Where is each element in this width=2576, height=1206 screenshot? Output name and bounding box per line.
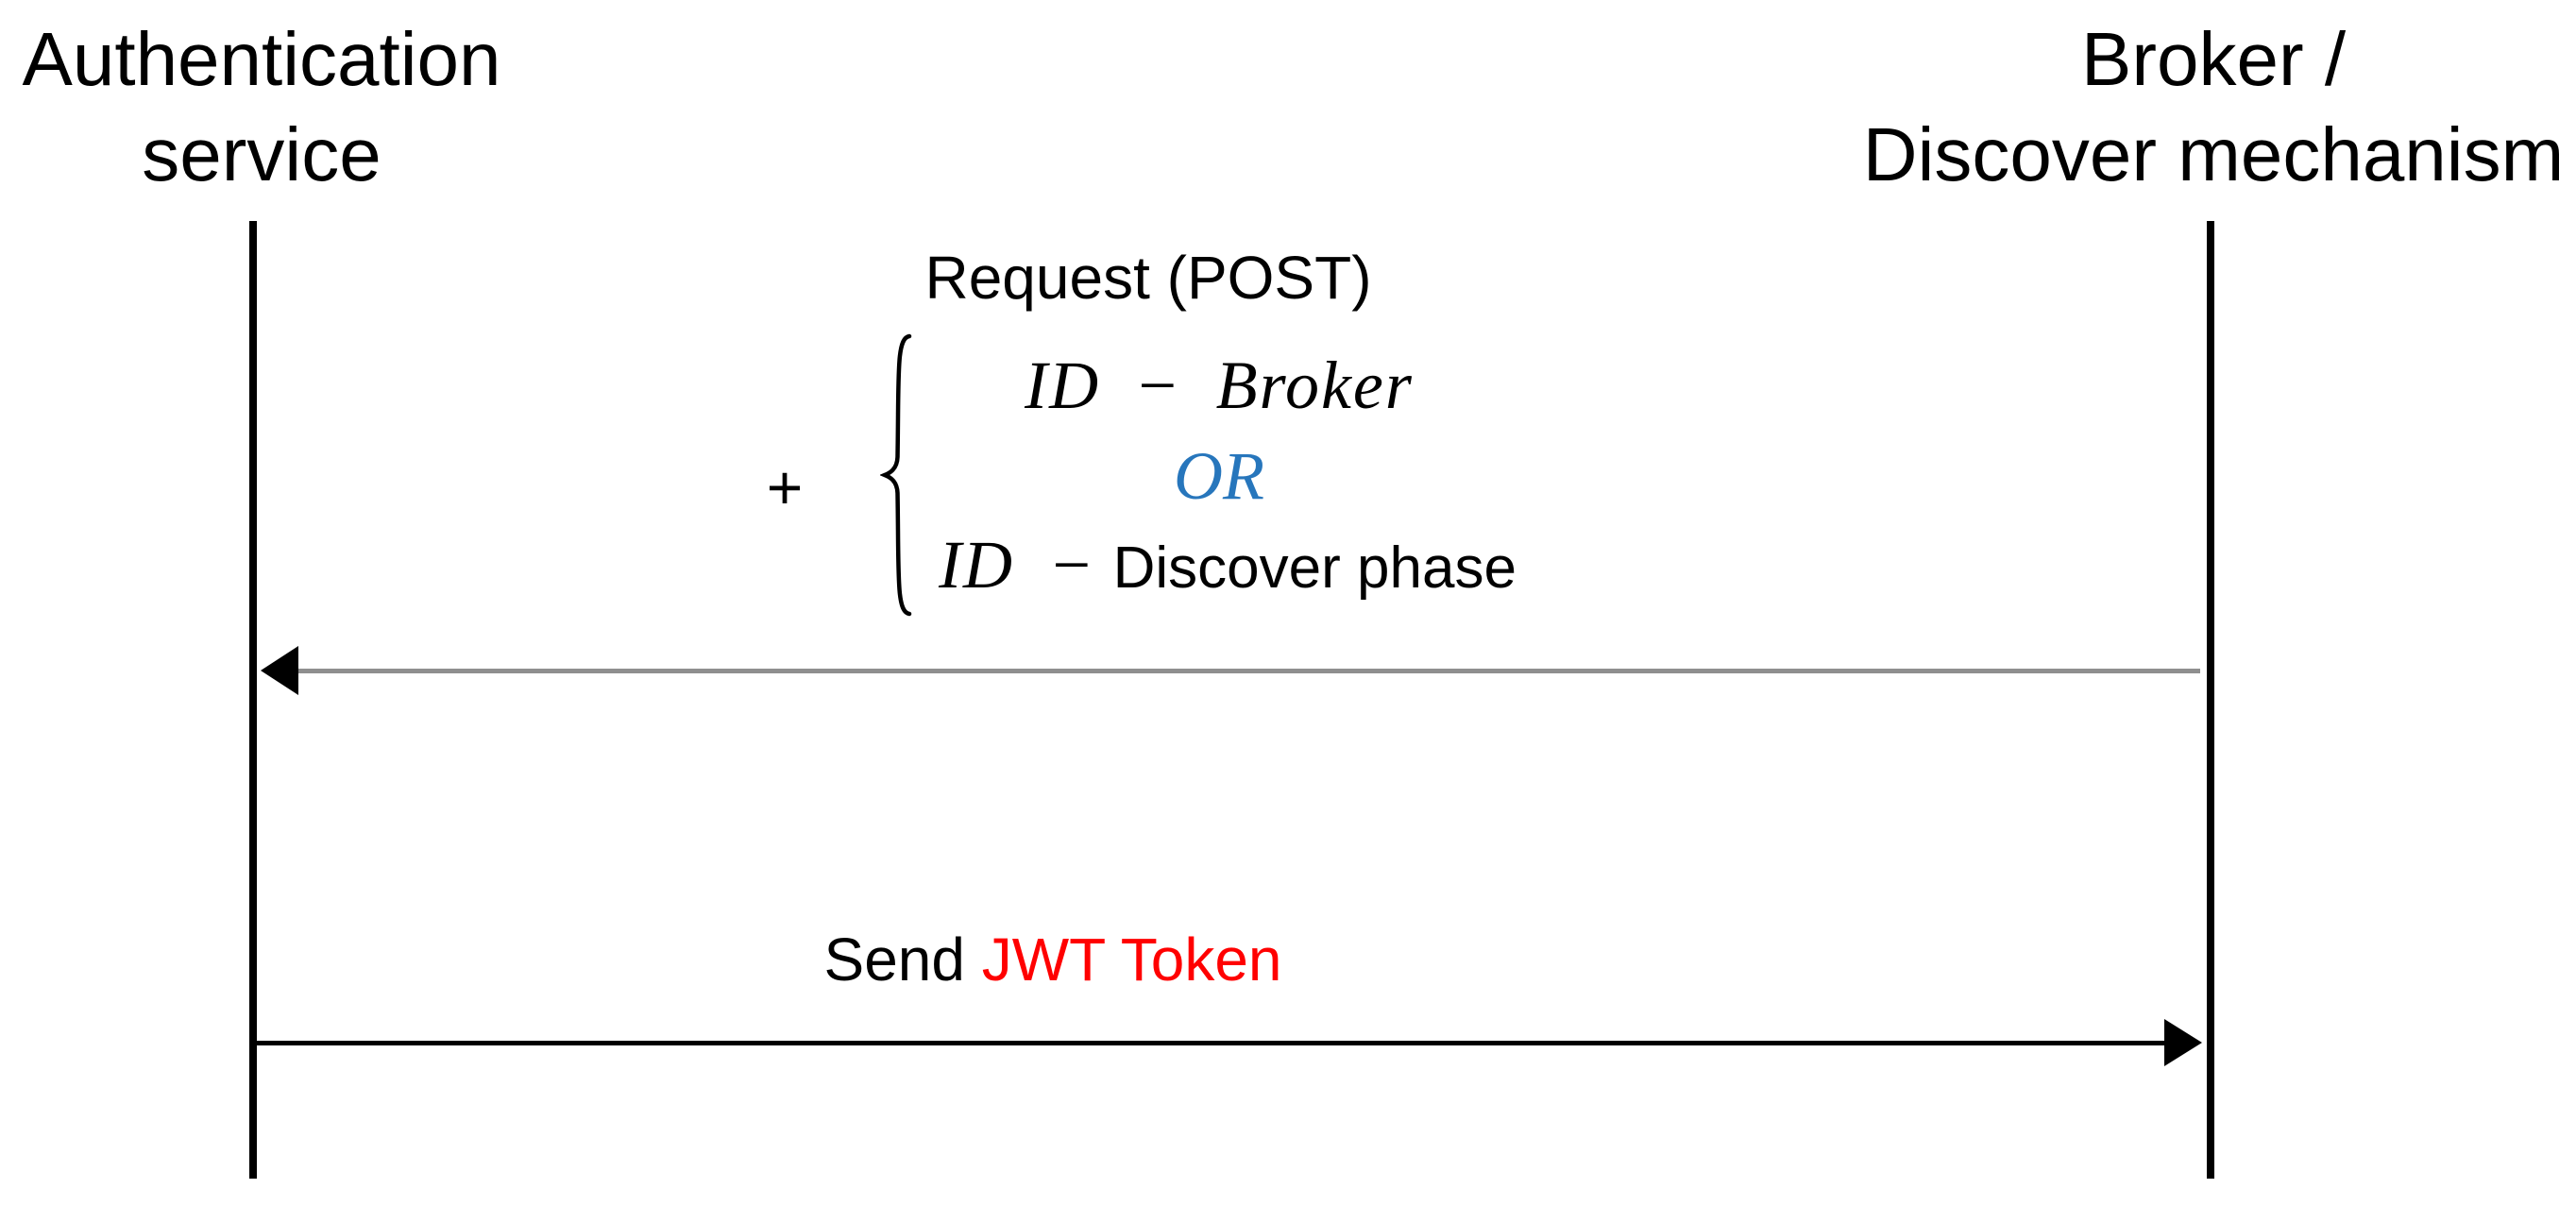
lifeline-broker <box>2207 221 2214 1179</box>
arrowhead-left-icon <box>261 646 298 695</box>
send-message-label: Send JWT Token <box>824 929 1282 990</box>
lifeline-authentication-service <box>249 221 257 1179</box>
actor-label-line2: Discover mechanism <box>1862 112 2565 196</box>
request-option-id-broker: ID − Broker <box>1025 348 1414 423</box>
arrowhead-right-icon <box>2164 1019 2202 1066</box>
actor-label-line1: Authentication <box>22 17 501 101</box>
or-label: OR <box>1174 438 1264 514</box>
option-math-prefix: ID − <box>939 527 1096 603</box>
actor-label-line2: service <box>142 112 381 196</box>
curly-brace-icon <box>880 333 912 617</box>
send-text: Send <box>823 926 982 994</box>
jwt-token-text: JWT Token <box>981 926 1282 994</box>
actor-label-line1: Broker / <box>2080 17 2347 101</box>
actor-broker-discover-mechanism: Broker / Discover mechanism <box>1863 11 2564 202</box>
actor-authentication-service: Authentication service <box>22 11 500 202</box>
plus-sign: + <box>766 452 804 522</box>
request-message-label: Request (POST) <box>924 244 1372 312</box>
option-text-suffix: Discover phase <box>1112 535 1517 601</box>
send-message-line <box>253 1041 2164 1045</box>
request-message-line <box>293 669 2200 673</box>
request-option-id-discover-phase: ID −Discover phase <box>939 531 1517 599</box>
